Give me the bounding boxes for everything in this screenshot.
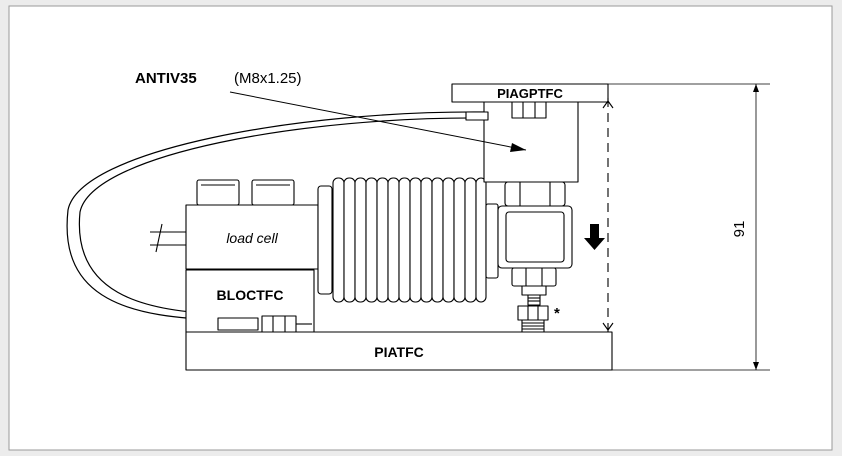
top-nut [511, 101, 547, 119]
load-cell-body [185, 204, 319, 270]
cable-inner [78, 117, 489, 315]
travel-arrow-top [602, 100, 614, 109]
leader-arrowhead [510, 143, 526, 152]
dim-arrow-bottom [753, 362, 759, 370]
washer-lower [521, 285, 547, 296]
hex-nut-upper [504, 181, 566, 207]
connector-left [196, 179, 240, 206]
cable-break-mark [155, 223, 163, 253]
hex-nut-lower [511, 267, 557, 287]
callout-part-code: ANTIV35 [135, 70, 197, 87]
cable-end-top [465, 111, 489, 121]
top-plate-label: PIAGPTFC [497, 86, 563, 101]
threaded-stud [527, 294, 541, 306]
connector-right [251, 179, 295, 206]
force-arrow-icon [584, 224, 605, 250]
small-nut [517, 305, 549, 321]
cable-outer [66, 111, 489, 321]
height-dimension-value: 91 [731, 221, 748, 238]
travel-arrow-bottom [602, 322, 614, 331]
callout-thread-spec: (M8x1.25) [234, 70, 302, 87]
end-flange [485, 203, 499, 279]
base-plate [185, 331, 613, 371]
base-nut [261, 315, 297, 333]
block-label: BLOCTFC [217, 287, 284, 303]
load-cell-label: load cell [226, 230, 278, 246]
flange [317, 185, 333, 295]
cable-end-bottom [217, 317, 259, 331]
base-plate-label: PIATFC [374, 344, 424, 360]
leader-line [229, 91, 527, 151]
dim-arrow-top [753, 84, 759, 92]
bellows [332, 177, 487, 303]
central-column-inner [505, 211, 565, 263]
footnote-asterisk: * [554, 305, 560, 322]
